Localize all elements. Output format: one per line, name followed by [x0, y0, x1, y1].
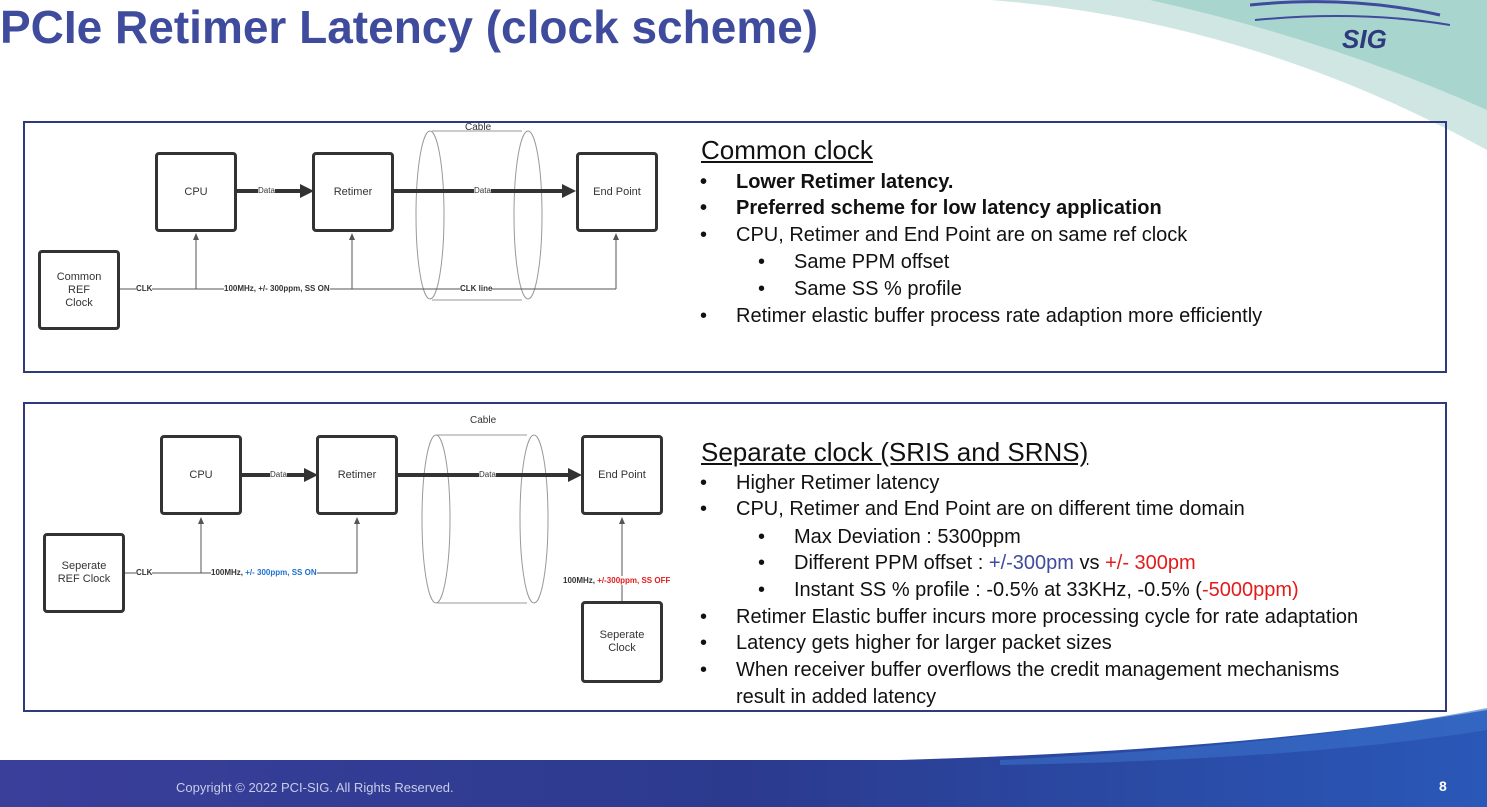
data-label-1: Data [258, 186, 275, 195]
freq-label: 100MHz, +/- 300ppm, SS ON [211, 568, 317, 577]
copyright-text: Copyright © 2022 PCI-SIG. All Rights Res… [176, 780, 454, 795]
separate-clock-box: Seperate Clock [581, 601, 663, 683]
pci-sig-logo: SIG [1250, 0, 1450, 60]
s2-c: vs [1073, 552, 1106, 574]
bullet: Preferred scheme for low latency applica… [700, 197, 1162, 220]
data-label-2: Data [479, 470, 496, 479]
sub-bullet: Same SS % profile [758, 278, 962, 301]
freq-label-a: 100MHz, [211, 568, 246, 577]
clk-line-label: CLK line [460, 284, 493, 293]
retimer-box: Retimer [316, 435, 398, 515]
clk-label: CLK [136, 568, 153, 577]
sub-bullet: Max Deviation : 5300ppm [758, 526, 1021, 549]
endpoint-box: End Point [581, 435, 663, 515]
common-clock-panel [23, 121, 1447, 373]
bullet: Retimer Elastic buffer incurs more proce… [700, 606, 1358, 629]
bullet: Latency gets higher for larger packet si… [700, 632, 1112, 655]
ep-freq-label-b: +/-300ppm, SS OFF [597, 576, 671, 585]
separate-ref-clock-box: Seperate REF Clock [43, 533, 125, 613]
freq-label: 100MHz, +/- 300ppm, SS ON [224, 284, 330, 293]
retimer-box: Retimer [312, 152, 394, 232]
cpu-box: CPU [155, 152, 237, 232]
data-label-2: Data [474, 186, 491, 195]
common-clock-heading: Common clock [701, 135, 873, 165]
s3-b: -5000ppm) [1201, 579, 1299, 601]
bullet: Lower Retimer latency. [700, 171, 954, 194]
bullet: CPU, Retimer and End Point are on differ… [700, 498, 1245, 521]
sub-bullet: Instant SS % profile : -0.5% at 33KHz, -… [758, 579, 1299, 602]
endpoint-box: End Point [576, 152, 658, 232]
page-number: 8 [1439, 778, 1447, 794]
s2-a: Different PPM offset : [794, 552, 989, 574]
bullet: Retimer elastic buffer process rate adap… [700, 305, 1262, 328]
s2-d: +/- 300pm [1105, 552, 1196, 574]
bullet: Higher Retimer latency [700, 472, 939, 495]
data-label-1: Data [270, 470, 287, 479]
sub-bullet: Same PPM offset [758, 251, 949, 274]
s2-b: +/-300pm [988, 552, 1074, 574]
cable-label: Cable [465, 122, 492, 133]
logo-text: SIG [1342, 24, 1387, 54]
ep-freq-label-a: 100MHz, [563, 576, 598, 585]
cable-label: Cable [470, 415, 497, 426]
slide-title: PCIe Retimer Latency (clock scheme) [0, 1, 819, 53]
cpu-box: CPU [160, 435, 242, 515]
freq-label-b: +/- 300ppm, SS ON [245, 568, 317, 577]
separate-clock-heading: Separate clock (SRIS and SRNS) [701, 437, 1089, 467]
bullet-continuation: result in added latency [736, 686, 937, 708]
clk-label: CLK [136, 284, 153, 293]
sub-bullet: Different PPM offset : +/-300pm vs +/- 3… [758, 552, 1196, 575]
bullet: When receiver buffer overflows the credi… [700, 659, 1339, 682]
endpoint-freq-label: 100MHz, +/-300ppm, SS OFF [563, 576, 671, 585]
common-ref-clock-box: Common REF Clock [38, 250, 120, 330]
bullet: CPU, Retimer and End Point are on same r… [700, 224, 1187, 247]
separate-clock-panel [23, 402, 1447, 712]
s3-a: Instant SS % profile : -0.5% at 33KHz, -… [794, 579, 1202, 601]
